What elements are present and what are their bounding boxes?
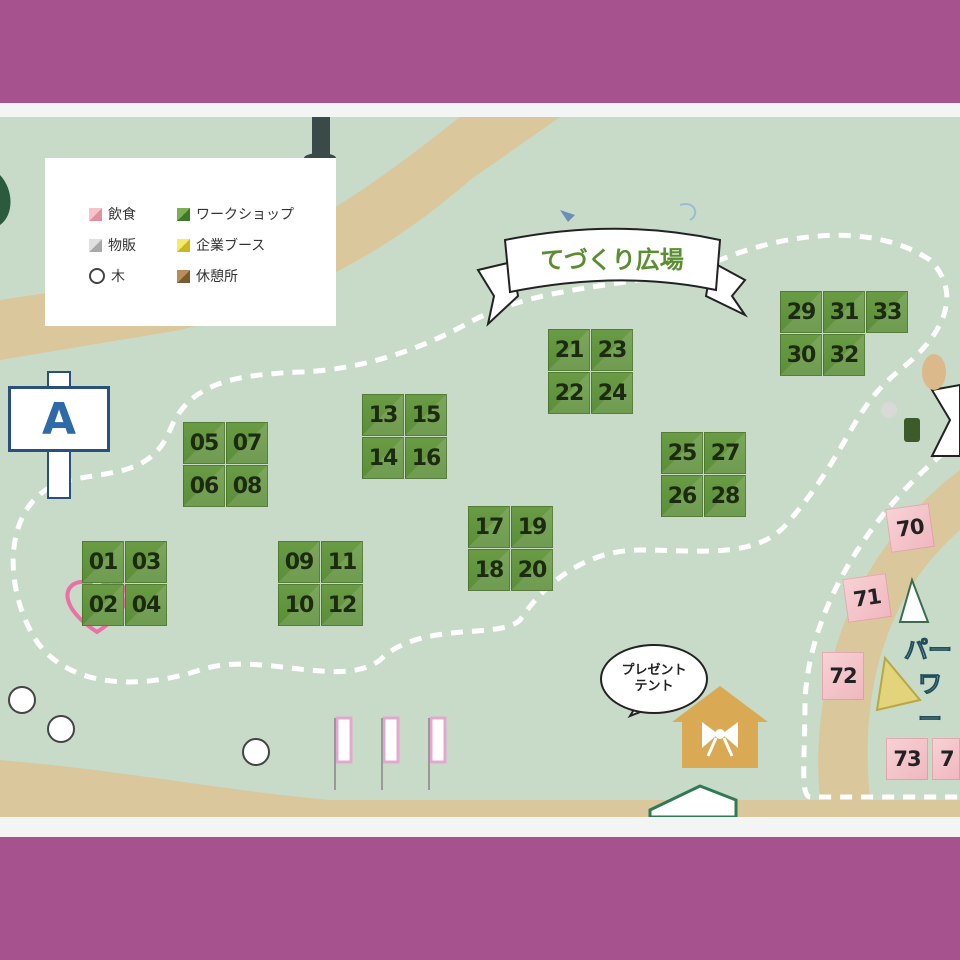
booth-27[interactable]: 27 — [704, 432, 746, 474]
sign-a: A — [8, 386, 110, 452]
legend-label: 企業ブース — [196, 238, 266, 254]
circle-outline-icon — [89, 268, 105, 284]
walking-route — [10, 232, 950, 685]
booth-13[interactable]: 13 — [362, 394, 404, 436]
legend-label: 飲食 — [108, 207, 136, 223]
booth-05[interactable]: 05 — [183, 422, 225, 464]
tree-trunk — [312, 117, 330, 155]
legend-item-food: 飲食 — [89, 204, 136, 224]
booth-73[interactable]: 73 — [886, 738, 928, 780]
booth-18[interactable]: 18 — [468, 549, 510, 591]
booth-23[interactable]: 23 — [591, 329, 633, 371]
booth-31[interactable]: 31 — [823, 291, 865, 333]
tree-circle-icon — [8, 686, 36, 714]
booth-09[interactable]: 09 — [278, 541, 320, 583]
tree-cone-icon — [898, 576, 930, 623]
legend-item-goods: 物販 — [89, 235, 136, 255]
bread-icon — [922, 354, 946, 390]
legend-label: 休憩所 — [196, 269, 238, 285]
sand-path-east — [818, 470, 960, 800]
legend-item-company: 企業ブース — [177, 235, 265, 255]
booth-12[interactable]: 12 — [321, 584, 363, 626]
booth-14[interactable]: 14 — [362, 437, 404, 479]
tree-circle-icon — [242, 738, 270, 766]
booth-32[interactable]: 32 — [823, 334, 865, 376]
booth-26[interactable]: 26 — [661, 475, 703, 517]
cup-icon — [904, 418, 920, 442]
map-legend: 飲食 ワークショップ 物販 企業ブース 木 休憩所 — [45, 158, 336, 326]
booth-29[interactable]: 29 — [780, 291, 822, 333]
booth-20[interactable]: 20 — [511, 549, 553, 591]
booth-10[interactable]: 10 — [278, 584, 320, 626]
booth-22[interactable]: 22 — [548, 372, 590, 414]
booth-08[interactable]: 08 — [226, 465, 268, 507]
banner-ribbon-icon — [476, 203, 748, 327]
east-route — [801, 438, 960, 800]
booth-74[interactable]: 7 — [932, 738, 960, 780]
building-icon — [648, 784, 738, 817]
park-ribbon-icon — [930, 383, 960, 457]
booth-17[interactable]: 17 — [468, 506, 510, 548]
gray-dot-icon — [881, 402, 897, 418]
booth-15[interactable]: 15 — [405, 394, 447, 436]
legend-label: 物販 — [108, 238, 136, 254]
booth-28[interactable]: 28 — [704, 475, 746, 517]
pink-swatch-icon — [89, 207, 102, 221]
booth-11[interactable]: 11 — [321, 541, 363, 583]
present-tent-line2: テント — [634, 679, 674, 694]
booth-25[interactable]: 25 — [661, 432, 703, 474]
booth-16[interactable]: 16 — [405, 437, 447, 479]
booth-21[interactable]: 21 — [548, 329, 590, 371]
tree-edge — [0, 175, 11, 225]
present-tent-label: プレゼント テント — [600, 644, 708, 714]
yellow-swatch-icon — [177, 238, 190, 252]
green-swatch-icon — [177, 207, 190, 221]
tree-circle-icon — [47, 715, 75, 743]
legend-label: ワークショップ — [196, 207, 294, 223]
booth-24[interactable]: 24 — [591, 372, 633, 414]
booth-01[interactable]: 01 — [82, 541, 124, 583]
legend-item-workshop: ワークショップ — [177, 204, 294, 224]
booth-04[interactable]: 04 — [125, 584, 167, 626]
booth-02[interactable]: 02 — [82, 584, 124, 626]
booth-70[interactable]: 70 — [885, 503, 935, 553]
brown-swatch-icon — [177, 269, 190, 283]
booth-71[interactable]: 71 — [842, 573, 892, 623]
legend-item-tree: 木 — [89, 266, 125, 286]
booth-03[interactable]: 03 — [125, 541, 167, 583]
legend-item-rest: 休憩所 — [177, 266, 238, 286]
legend-label: 木 — [111, 269, 125, 285]
booth-07[interactable]: 07 — [226, 422, 268, 464]
booth-33[interactable]: 33 — [866, 291, 908, 333]
booth-30[interactable]: 30 — [780, 334, 822, 376]
present-tent-line1: プレゼント — [621, 663, 687, 678]
booth-72[interactable]: 72 — [822, 652, 864, 700]
flag-icons — [334, 716, 447, 790]
park-label-line1: パー — [904, 636, 953, 665]
booth-19[interactable]: 19 — [511, 506, 553, 548]
park-label-line2: ワー — [918, 670, 943, 734]
booth-06[interactable]: 06 — [183, 465, 225, 507]
yellow-tent-icon — [875, 655, 922, 712]
gray-swatch-icon — [89, 238, 102, 252]
area-title: てづくり広場 — [540, 246, 684, 274]
present-tent-icon — [672, 686, 768, 768]
